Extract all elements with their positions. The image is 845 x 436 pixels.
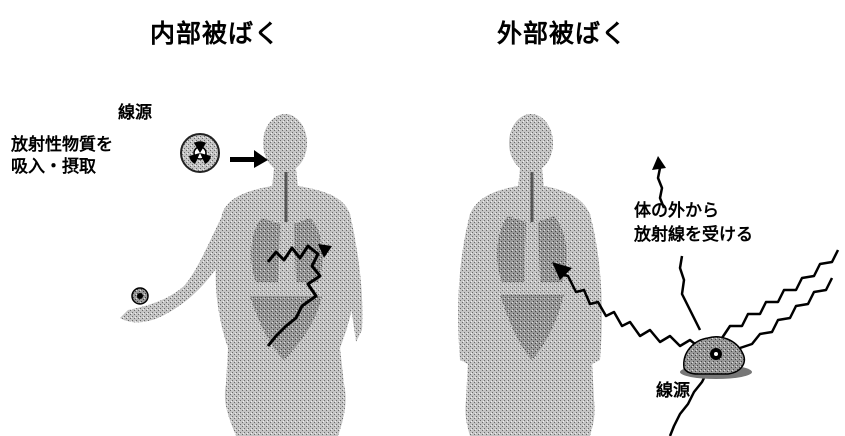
radiation-icon bbox=[181, 134, 219, 172]
hand-radiation-icon bbox=[132, 288, 148, 304]
exposure-label-line2: 放射線を受ける bbox=[634, 224, 753, 246]
internal-source-label: 線源 bbox=[118, 102, 152, 124]
radiation-source-icon bbox=[680, 337, 752, 379]
external-body-figure bbox=[458, 114, 602, 436]
arrow-icon bbox=[230, 150, 268, 168]
internal-body-figure bbox=[120, 114, 362, 436]
intake-label-line2: 吸入・摂取 bbox=[11, 156, 96, 178]
external-source-label: 線源 bbox=[656, 380, 690, 402]
exposure-label-line1: 体の外から bbox=[634, 200, 719, 222]
intake-label-line1: 放射性物質を bbox=[11, 134, 113, 156]
